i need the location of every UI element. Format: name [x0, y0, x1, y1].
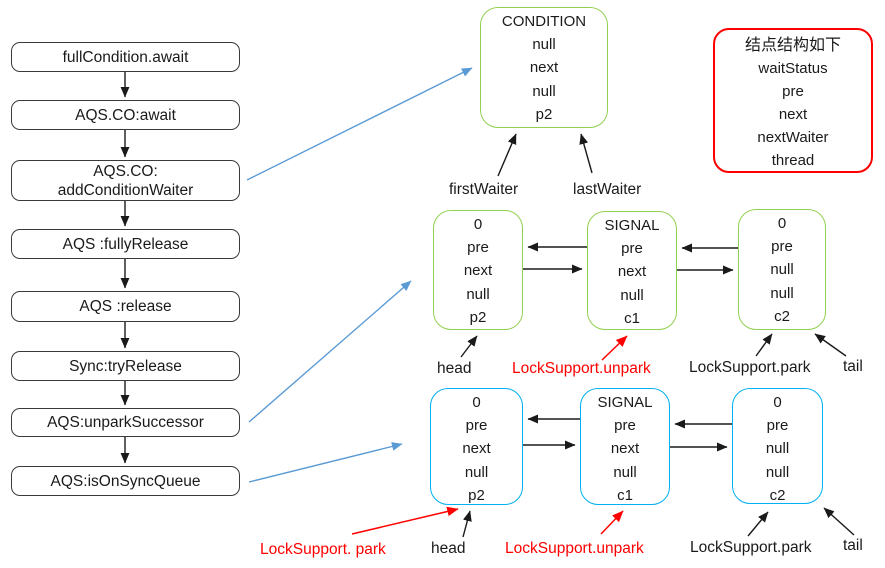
arrow-head-a	[460, 335, 478, 358]
arrow-tail-b	[823, 507, 855, 536]
arrow-first-waiter	[497, 133, 517, 177]
node-next-waiter: null	[532, 82, 556, 100]
label-head-a: head	[437, 360, 472, 377]
arrow-unpark-b	[600, 510, 624, 535]
condition-node: CONDITION null next null p2	[480, 7, 608, 128]
node-next: next	[462, 440, 491, 458]
flow-step-release: AQS :release	[11, 291, 240, 322]
sync-queue-a-node-c1: SIGNAL pre next null c1	[587, 211, 677, 330]
node-next-waiter: null	[466, 285, 490, 303]
label-tail-a: tail	[843, 358, 863, 375]
node-wait-status: 0	[473, 216, 483, 233]
arrow-unpark-a	[601, 335, 628, 361]
node-pre: pre	[614, 417, 636, 435]
label-first-waiter: firstWaiter	[449, 181, 519, 198]
node-next-waiter: null	[770, 284, 794, 302]
node-thread: p2	[535, 105, 553, 123]
node-next-waiter: null	[613, 463, 637, 481]
node-next: next	[617, 263, 647, 281]
legend-title: 结点结构如下	[744, 37, 841, 54]
label-park-a: LockSupport.park	[689, 359, 811, 376]
legend-pre: pre	[782, 83, 804, 100]
label-unpark-a: LockSupport.unpark	[512, 360, 651, 377]
node-next: next	[610, 440, 640, 458]
node-wait-status: 0	[773, 394, 782, 411]
flow-step-fullcondition-await: fullCondition.await	[11, 42, 240, 72]
node-pre: null	[532, 36, 556, 54]
flow-step-fully-release: AQS :fullyRelease	[11, 229, 240, 259]
node-wait-status: 0	[777, 215, 787, 232]
node-thread: c1	[617, 486, 633, 504]
flow-step-aqs-co-await: AQS.CO:await	[11, 100, 240, 130]
node-thread: p2	[469, 308, 487, 326]
legend-wait-status: waitStatus	[758, 60, 828, 77]
label-tail-b: tail	[843, 537, 863, 554]
sync-queue-b-node-c2: 0 pre null null c2	[732, 388, 823, 504]
node-thread: c2	[769, 486, 786, 504]
sync-queue-a-node-c2: 0 pre null null c2	[738, 209, 826, 330]
arrow-park-a	[755, 333, 773, 357]
label-last-waiter: lastWaiter	[573, 181, 642, 198]
node-next-waiter: null	[765, 463, 790, 481]
flow-step-is-on-sync-queue: AQS:isOnSyncQueue	[11, 466, 240, 496]
callout-arrow-queue-a	[248, 280, 412, 423]
legend-next: next	[778, 106, 808, 123]
arrow-last-waiter	[579, 133, 593, 174]
node-next: null	[770, 261, 794, 279]
node-thread: p2	[468, 486, 485, 504]
node-pre: pre	[621, 240, 643, 258]
arrow-head-b	[462, 510, 472, 538]
arrow-tail-a	[814, 333, 847, 357]
sync-queue-b-node-c1: SIGNAL pre next null c1	[580, 388, 670, 505]
node-thread: c2	[774, 307, 790, 325]
arrow-park-b	[747, 511, 769, 537]
label-head-b: head	[431, 540, 466, 557]
legend-thread: thread	[771, 152, 815, 169]
flow-step-add-condition-waiter: AQS.CO: addConditionWaiter	[11, 160, 240, 201]
node-thread: c1	[624, 309, 640, 327]
node-pre: pre	[766, 417, 789, 435]
node-next-waiter: null	[620, 286, 644, 304]
callout-arrow-condition	[246, 67, 473, 181]
node-next: next	[529, 59, 559, 77]
node-pre: pre	[465, 417, 488, 435]
flow-step-try-release: Sync:tryRelease	[11, 351, 240, 381]
flow-step-unpark-successor: AQS:unparkSuccessor	[11, 408, 240, 437]
node-wait-status: SIGNAL	[597, 394, 653, 411]
node-structure-legend: 结点结构如下 waitStatus pre next nextWaiter th…	[713, 28, 873, 173]
label-park-b: LockSupport.park	[690, 539, 812, 556]
node-next: next	[463, 262, 493, 280]
node-next-waiter: null	[464, 463, 489, 481]
sync-queue-a-node-p2: 0 pre next null p2	[433, 210, 523, 330]
callout-arrow-queue-b	[248, 442, 403, 483]
node-pre: pre	[467, 239, 489, 257]
label-unpark-b: LockSupport.unpark	[505, 540, 644, 557]
node-pre: pre	[771, 238, 793, 256]
arrow-park-red-b	[351, 506, 459, 535]
label-park-red-b: LockSupport. park	[260, 541, 386, 558]
node-wait-status: CONDITION	[501, 13, 587, 30]
node-wait-status: SIGNAL	[604, 217, 660, 234]
legend-next-waiter: nextWaiter	[757, 129, 829, 146]
node-next: null	[765, 440, 790, 458]
node-wait-status: 0	[472, 394, 481, 411]
sync-queue-b-node-p2: 0 pre next null p2	[430, 388, 523, 505]
